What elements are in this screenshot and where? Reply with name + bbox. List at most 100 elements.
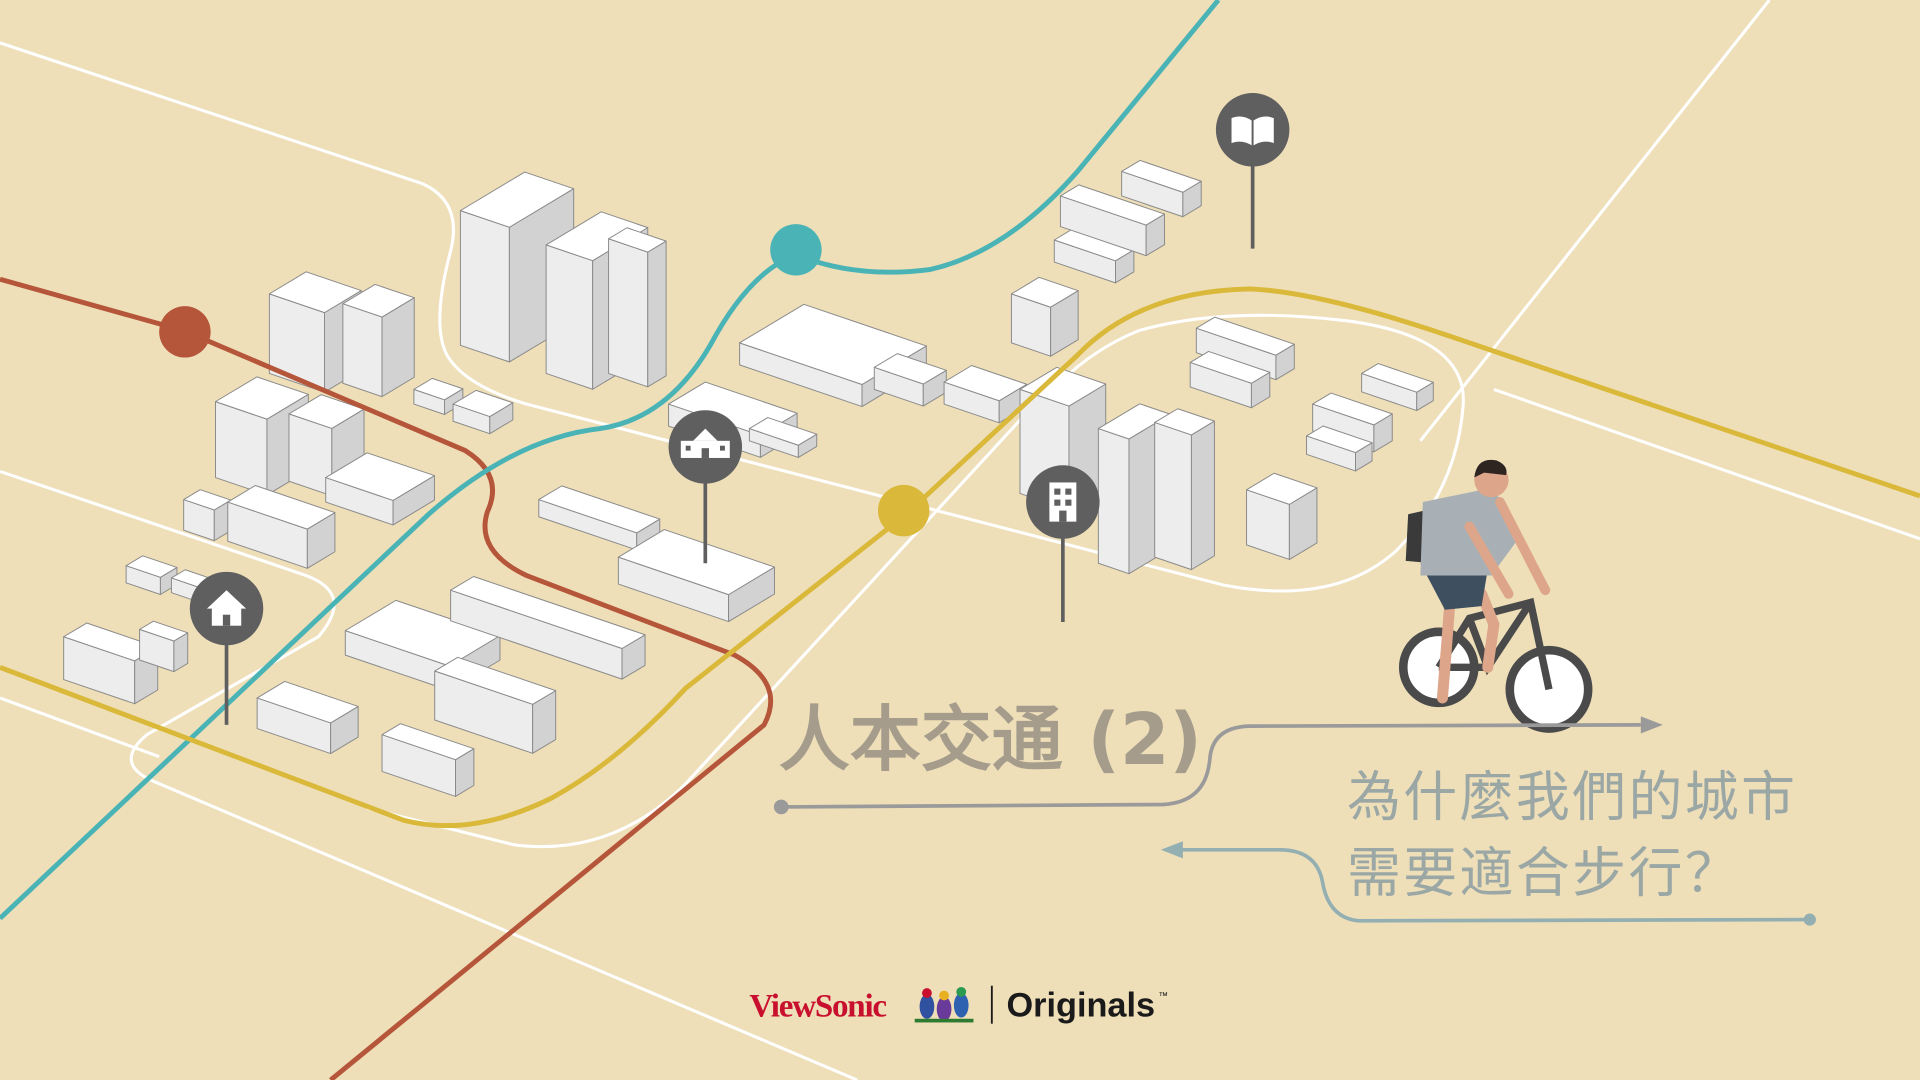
building-roof (381, 723, 475, 761)
building-roof (1306, 425, 1373, 454)
building-front-face (1154, 421, 1192, 571)
yellow-line (0, 286, 1920, 829)
building-front-face (545, 244, 594, 390)
building (1189, 350, 1271, 409)
subtitle-arrow (1160, 841, 1816, 926)
building-roof (434, 656, 557, 705)
building (1010, 276, 1079, 357)
yellow-station (877, 484, 930, 537)
buildings (63, 159, 1434, 797)
building (748, 417, 818, 458)
building-roof (1246, 472, 1318, 505)
viewsonic-originals-logo: ViewSonic Originals ™ (749, 985, 1168, 1024)
building-roof (450, 575, 646, 649)
building-front-face (608, 238, 649, 388)
road (0, 696, 160, 759)
teal-line (0, 0, 1221, 921)
building (450, 575, 646, 680)
building-front-face (1097, 428, 1130, 575)
building-roof (1189, 350, 1271, 384)
home-pin (189, 571, 264, 725)
subtitle-line-1: 為什麼我們的城市 (1347, 766, 1797, 829)
cyclist (1398, 459, 1593, 733)
building-roof (1121, 159, 1202, 193)
subtitle-line-2: 需要適合步行？ (1347, 841, 1741, 904)
building-front-face (342, 303, 383, 398)
office-building-icon (1049, 482, 1077, 522)
building-roof (617, 529, 775, 596)
building-roof (139, 620, 189, 642)
building-roof (459, 171, 575, 228)
building-roof (342, 283, 415, 318)
book-icon (1229, 114, 1276, 149)
building (63, 622, 159, 705)
building (1246, 472, 1318, 560)
building (1154, 408, 1215, 571)
building (125, 555, 178, 595)
building-roof (873, 353, 947, 385)
building-roof (1361, 363, 1434, 393)
library-pin (1215, 93, 1290, 249)
building-roof (545, 211, 649, 262)
building-roof (1019, 366, 1107, 407)
building (183, 489, 232, 542)
building-roof (125, 555, 178, 578)
arms (1464, 497, 1551, 599)
building-roof (1059, 184, 1165, 226)
title-arrow (773, 716, 1663, 815)
building-roof (256, 680, 359, 724)
building-roof (452, 389, 514, 418)
school-icon (680, 428, 730, 458)
building (413, 377, 464, 415)
building (227, 485, 336, 569)
road (366, 403, 1036, 849)
originals-wordmark: Originals (1007, 986, 1156, 1024)
road (1419, 0, 1771, 442)
building-side-face (647, 240, 667, 388)
building (873, 353, 947, 407)
building-roof (325, 452, 435, 501)
building-roof (413, 377, 464, 401)
building (434, 656, 557, 754)
building (1121, 159, 1202, 218)
building (256, 680, 359, 755)
building-roof (1010, 276, 1079, 308)
birds-logo-icon (914, 986, 974, 1023)
building-roof (538, 485, 661, 534)
building-roof (943, 365, 1028, 402)
office-pin (1026, 465, 1100, 623)
building-roof (268, 271, 362, 314)
building (325, 452, 435, 526)
red-station (159, 306, 211, 358)
building (1195, 316, 1295, 381)
building (608, 227, 667, 388)
building (1059, 184, 1165, 257)
building-roof (1154, 408, 1215, 436)
building (381, 723, 475, 797)
school-pin (668, 410, 743, 564)
building-roof (608, 227, 667, 253)
building (459, 171, 575, 363)
brand-wordmark: ViewSonic (749, 988, 886, 1024)
building-roof (748, 417, 818, 446)
building (452, 389, 514, 435)
teal-station (770, 224, 822, 276)
hair (1474, 459, 1507, 478)
building (139, 620, 189, 673)
building-roof (1195, 316, 1295, 356)
building (342, 283, 415, 398)
home-icon (206, 590, 247, 626)
building-roof (1312, 392, 1393, 426)
building-front-face (459, 210, 510, 363)
legs (1436, 582, 1500, 704)
building (617, 529, 775, 623)
trademark: ™ (1158, 991, 1168, 1002)
road (0, 469, 858, 1080)
building (1306, 425, 1373, 472)
building-roof (227, 485, 336, 530)
road (1493, 387, 1920, 541)
building-side-face (1190, 420, 1215, 571)
